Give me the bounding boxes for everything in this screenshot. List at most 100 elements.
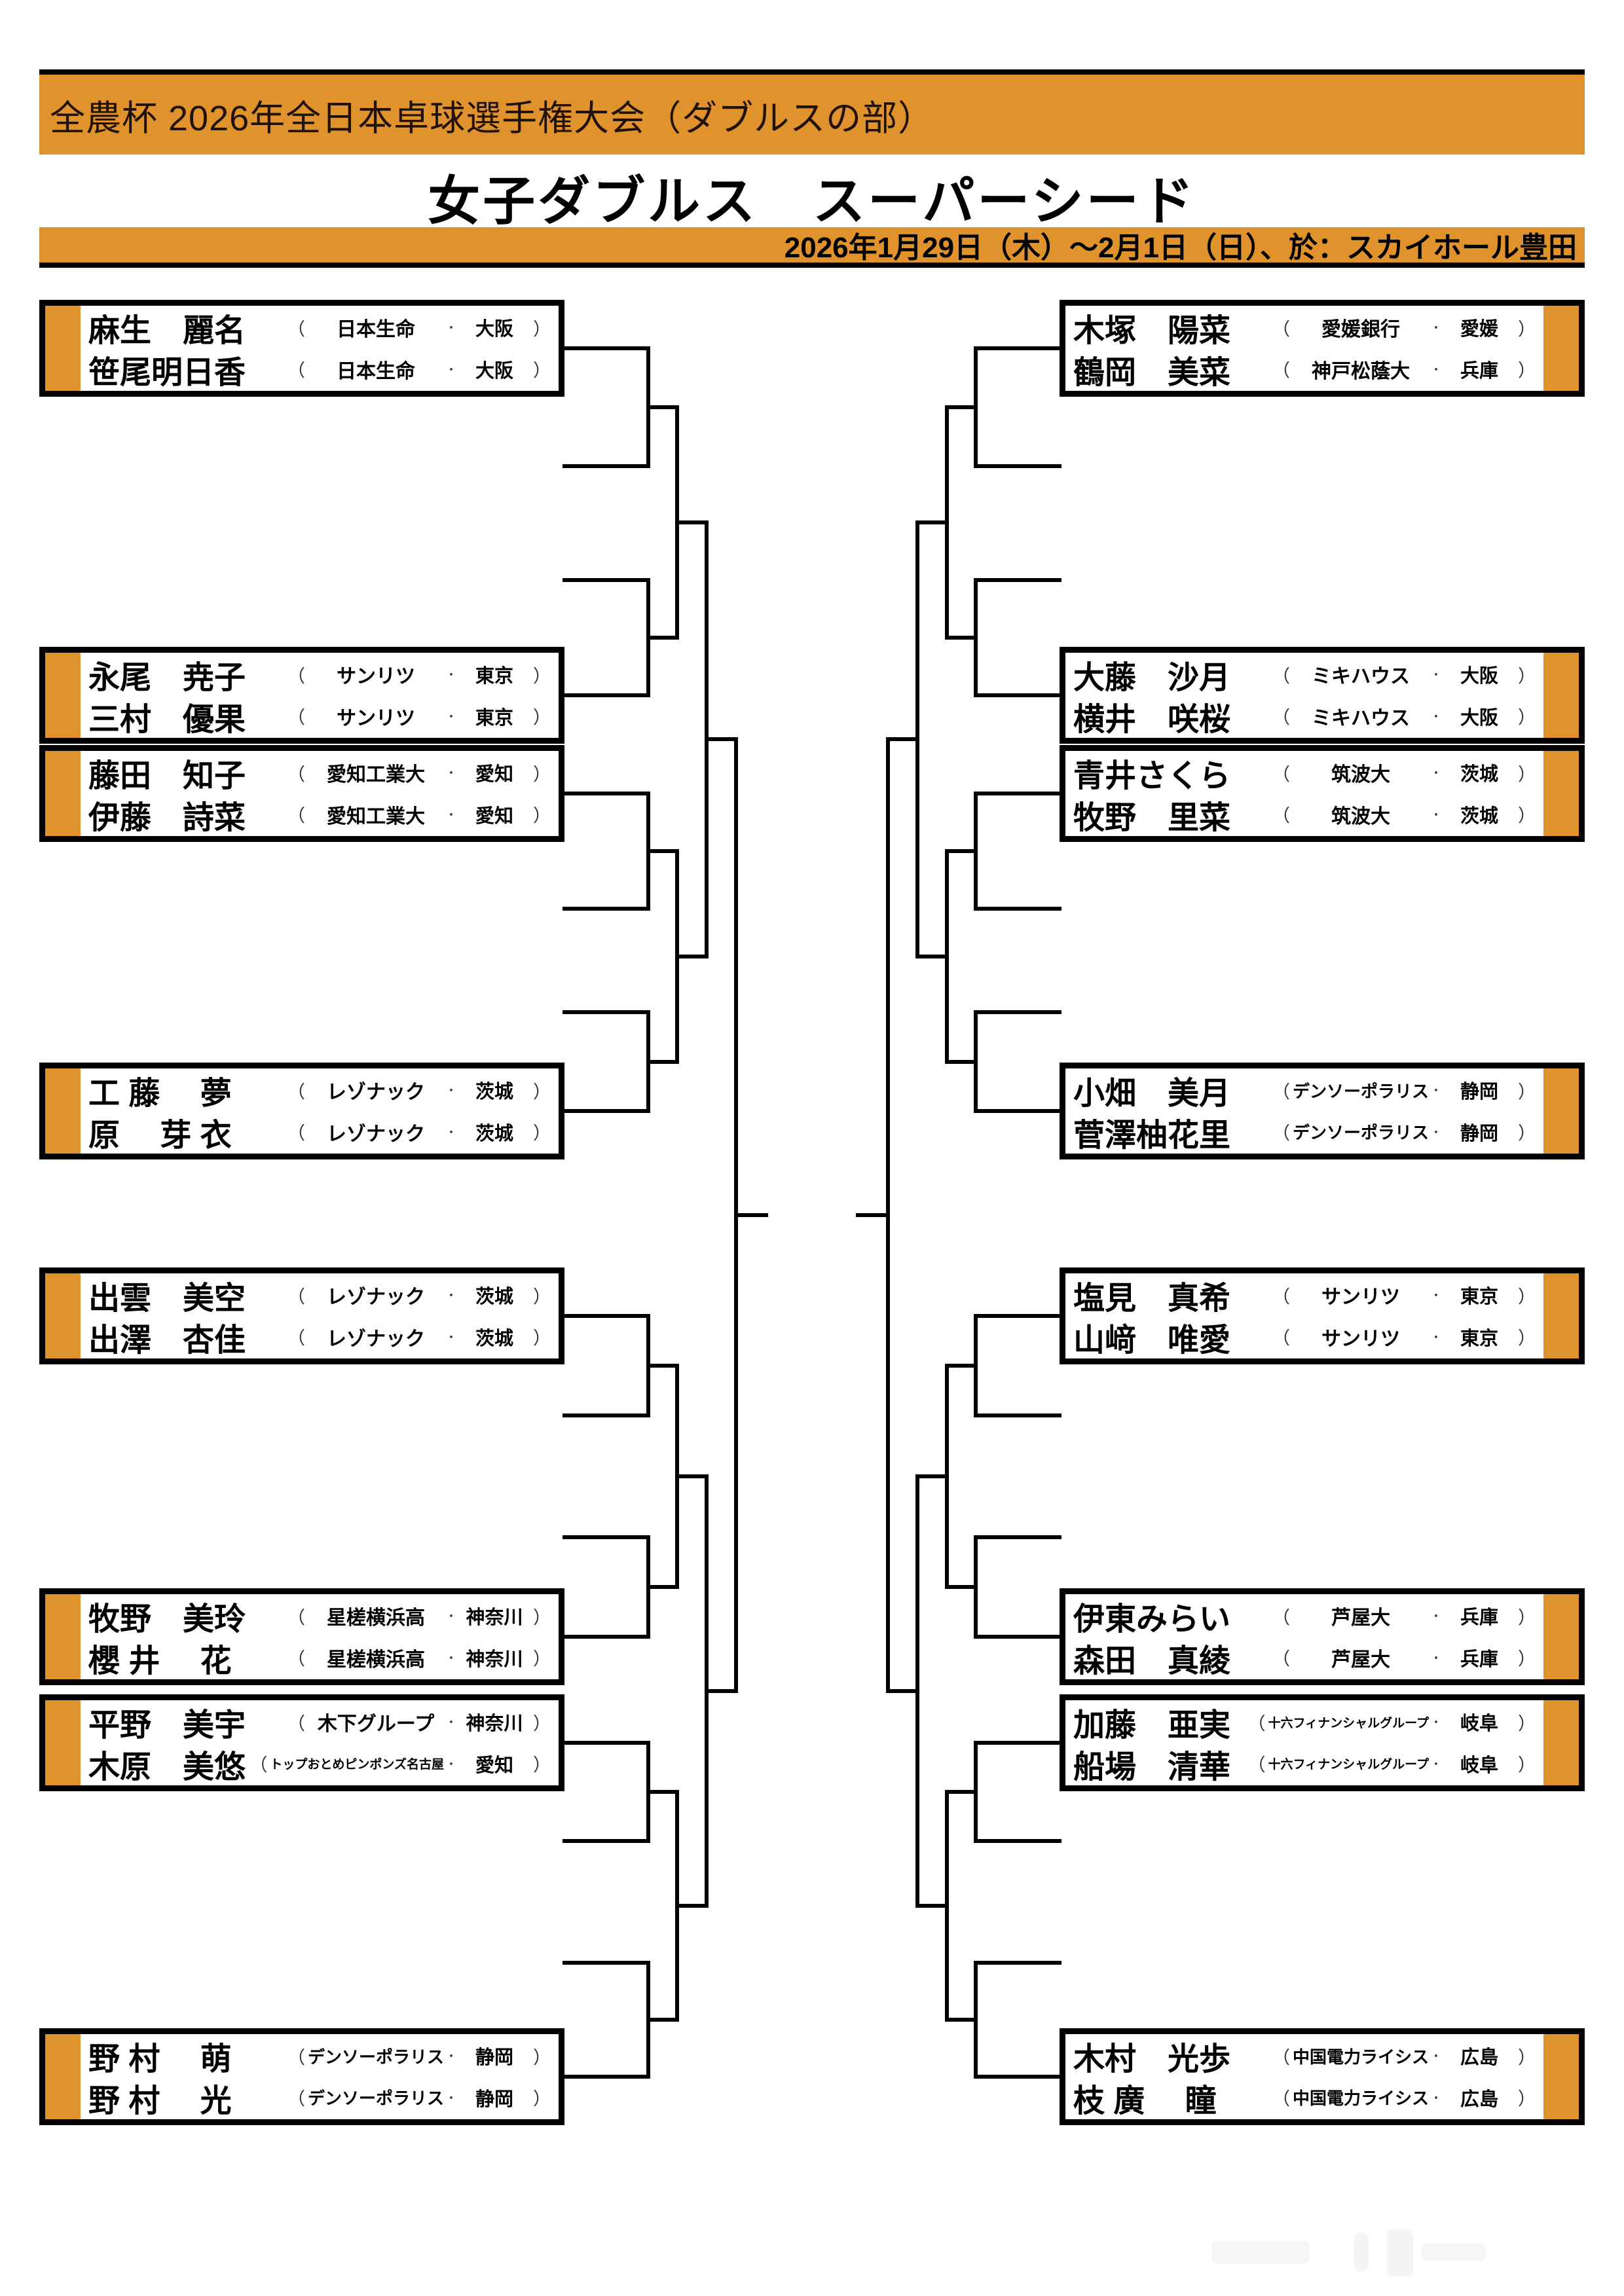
player-row: 山﨑 唯愛（サンリツ・東京） <box>1073 1317 1538 1358</box>
player-affiliation: 星槎横浜高 <box>327 1649 425 1671</box>
separator-dot: ・ <box>445 1289 457 1303</box>
winner-line <box>945 405 978 409</box>
close-paren: ） <box>1518 1123 1536 1144</box>
header-bottom-rule <box>39 263 1585 268</box>
winner-line <box>646 1059 679 1064</box>
player-name: 牧野 里菜 <box>1073 800 1231 835</box>
player-row: 菅澤柚花里（デンソーポラリス・静岡） <box>1073 1112 1538 1153</box>
team-box-left-16: 野 村 萌（デンソーポラリス・静岡）野 村 光（デンソーポラリス・静岡） <box>39 2028 564 2125</box>
separator-dot: ・ <box>1430 1651 1442 1665</box>
winner-line <box>945 1585 978 1589</box>
final-line <box>856 1213 890 1218</box>
close-paren: ） <box>533 1286 551 1307</box>
seed-stripe <box>45 1068 81 1154</box>
winner-line <box>675 1474 709 1478</box>
entry-line <box>974 792 1061 795</box>
qualifier-line <box>974 1961 1061 1965</box>
winner-line <box>915 520 949 524</box>
player-name: 永尾 尭子 <box>88 661 246 696</box>
team-box-right-5: 青井さくら（筑波大・茨城）牧野 里菜（筑波大・茨城） <box>1060 745 1585 842</box>
entry-line <box>974 1314 1061 1318</box>
player-affiliation: デンソーポラリス <box>307 2047 444 2067</box>
date-venue: 2026年1月29日（木）～2月1日（日）、於：スカイホール豊田 <box>784 232 1577 264</box>
player-affiliation: サンリツ <box>337 707 415 729</box>
team-box-left-13: 平野 美宇（木下グループ・神奈川）木原 美悠（トップおとめピンポンズ名古屋・愛知… <box>39 1694 564 1791</box>
open-paren: （ <box>1247 1755 1266 1776</box>
separator-dot: ・ <box>1430 1289 1442 1303</box>
winner-line <box>886 737 919 742</box>
player-name: 野 村 萌 <box>88 2042 232 2077</box>
entry-line <box>974 1741 1061 1745</box>
open-paren: （ <box>287 1082 305 1102</box>
player-prefecture: 愛知 <box>475 764 513 786</box>
close-paren: ） <box>533 319 551 339</box>
player-name: 三村 優果 <box>88 702 246 737</box>
player-prefecture: 神奈川 <box>466 1713 523 1735</box>
qualifier-line <box>974 907 1061 911</box>
player-prefecture: 静岡 <box>475 2088 513 2110</box>
player-name: 笹尾明日香 <box>88 355 246 390</box>
entry-line <box>563 693 650 697</box>
player-prefecture: 静岡 <box>1460 1082 1498 1103</box>
player-name: 枝 廣 瞳 <box>1073 2083 1217 2119</box>
qualifier-line <box>974 578 1061 582</box>
player-affiliation: サンリツ <box>1321 1328 1400 1350</box>
seed-stripe <box>1543 1700 1579 1785</box>
close-paren: ） <box>533 1649 551 1669</box>
player-row: 牧野 里菜（筑波大・茨城） <box>1073 795 1538 835</box>
player-row: 出雲 美空（レゾナック・茨城） <box>88 1275 553 1317</box>
team-box-left-8: 工 藤 夢（レゾナック・茨城）原 芽 衣（レゾナック・茨城） <box>39 1063 564 1159</box>
entry-line <box>563 346 650 350</box>
player-affiliation: 愛知工業大 <box>327 805 425 828</box>
player-name: 木村 光歩 <box>1073 2042 1231 2077</box>
player-row: 木村 光歩（中国電力ライシス・広島） <box>1073 2036 1538 2077</box>
player-affiliation: 芦屋大 <box>1331 1649 1390 1671</box>
player-row: 青井さくら（筑波大・茨城） <box>1073 753 1538 793</box>
open-paren: （ <box>287 1286 305 1307</box>
player-affiliation: デンソーポラリス <box>1292 1123 1429 1143</box>
close-paren: ） <box>1518 806 1536 826</box>
seed-stripe <box>1543 306 1579 391</box>
seed-stripe <box>45 1594 81 1679</box>
player-name: 加藤 亜実 <box>1073 1708 1231 1743</box>
player-name: 木原 美悠 <box>88 1749 246 1785</box>
player-name: 出雲 美空 <box>88 1281 246 1317</box>
close-paren: ） <box>533 2089 551 2109</box>
player-prefecture: 愛知 <box>475 1755 513 1776</box>
player-name: 大藤 沙月 <box>1073 661 1231 696</box>
player-row: 木原 美悠（トップおとめピンポンズ名古屋・愛知） <box>88 1744 553 1785</box>
close-paren: ） <box>1518 708 1536 728</box>
close-paren: ） <box>1518 1649 1536 1669</box>
team-box-left-5: 藤田 知子（愛知工業大・愛知）伊藤 詩菜（愛知工業大・愛知） <box>39 745 564 842</box>
player-prefecture: 兵庫 <box>1460 1649 1498 1670</box>
player-prefecture: 兵庫 <box>1460 360 1498 382</box>
player-name: 小畑 美月 <box>1073 1076 1231 1112</box>
close-paren: ） <box>1518 1328 1536 1349</box>
separator-dot: ・ <box>1430 1716 1442 1730</box>
player-name: 原 芽 衣 <box>88 1118 232 1153</box>
player-affiliation: 筑波大 <box>1331 805 1390 828</box>
separator-dot: ・ <box>445 2050 457 2064</box>
player-row: 加藤 亜実（十六フィナンシャルグループ・岐阜） <box>1073 1702 1538 1743</box>
qualifier-line <box>974 464 1061 468</box>
team-box-left-4: 永尾 尭子（サンリツ・東京）三村 優果（サンリツ・東京） <box>39 647 564 744</box>
player-prefecture: 大阪 <box>475 319 513 340</box>
player-prefecture: 広島 <box>1460 2047 1498 2069</box>
open-paren: （ <box>287 1328 305 1349</box>
winner-line <box>915 1474 949 1478</box>
close-paren: ） <box>1518 1082 1536 1102</box>
close-paren: ） <box>1518 2047 1536 2068</box>
open-paren: （ <box>1272 1328 1290 1349</box>
player-row: 森田 真綾（芦屋大・兵庫） <box>1073 1638 1538 1679</box>
separator-dot: ・ <box>1430 1610 1442 1624</box>
separator-dot: ・ <box>1430 2091 1442 2105</box>
player-affiliation: 日本生命 <box>337 360 415 382</box>
page-title: 女子ダブルス スーパーシード <box>428 172 1196 230</box>
qualifier-line <box>563 464 650 468</box>
qualifier-line <box>563 1535 650 1539</box>
entry-line <box>974 1109 1061 1113</box>
open-paren: （ <box>287 2089 305 2109</box>
player-prefecture: 静岡 <box>1460 1123 1498 1144</box>
player-affiliation: ミキハウス <box>1312 707 1410 729</box>
player-name: 平野 美宇 <box>88 1708 246 1743</box>
